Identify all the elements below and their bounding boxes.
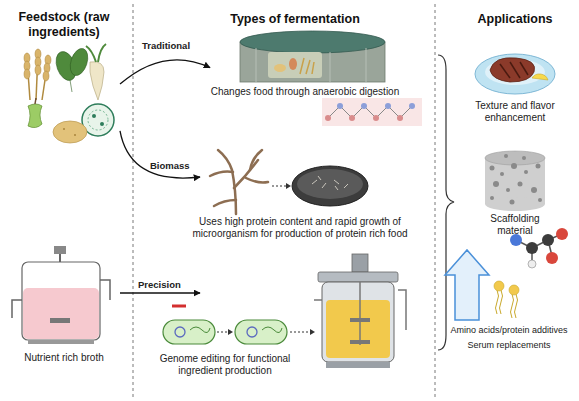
node-label: Amino acids/protein additives — [441, 325, 577, 336]
node-label: Serum replacements — [441, 340, 577, 351]
node-label: Uses high protein content and rapid grow… — [165, 216, 435, 240]
node-label: Genome editing for functional ingredient… — [150, 353, 300, 377]
broth-vessel: Nutrient rich broth — [8, 248, 120, 368]
column-heading: Feedstock (raw ingredients) — [8, 10, 120, 40]
application-item: Scaffolding material — [455, 145, 575, 240]
precision-fermentation: Genome editing for functional ingredient… — [200, 255, 405, 380]
feedstock-group: Feedstock (raw ingredients) — [8, 6, 120, 148]
column-heading: Applications — [455, 12, 575, 27]
edge-label: Traditional — [142, 40, 190, 51]
node-label: Texture and flavor enhancement — [455, 100, 575, 124]
application-item: Texture and flavor enhancement — [455, 38, 575, 126]
biomass-fermentation: Uses high protein content and rapid grow… — [200, 142, 415, 242]
traditional-fermentation: Changes food through anaerobic digestion — [210, 28, 400, 100]
node-label: Nutrient rich broth — [4, 352, 124, 364]
edge-label: Biomass — [150, 160, 190, 171]
application-item: Amino acids/protein additivesSerum repla… — [441, 222, 577, 362]
flow-arrow — [120, 131, 200, 178]
node-label: Scaffolding material — [480, 213, 550, 237]
edge-label: Precision — [138, 279, 181, 290]
column-heading: Types of fermentation — [210, 12, 380, 27]
flow-arrow — [120, 292, 200, 293]
node-label: Changes food through anaerobic digestion — [205, 86, 405, 98]
flow-arrow — [120, 60, 210, 84]
